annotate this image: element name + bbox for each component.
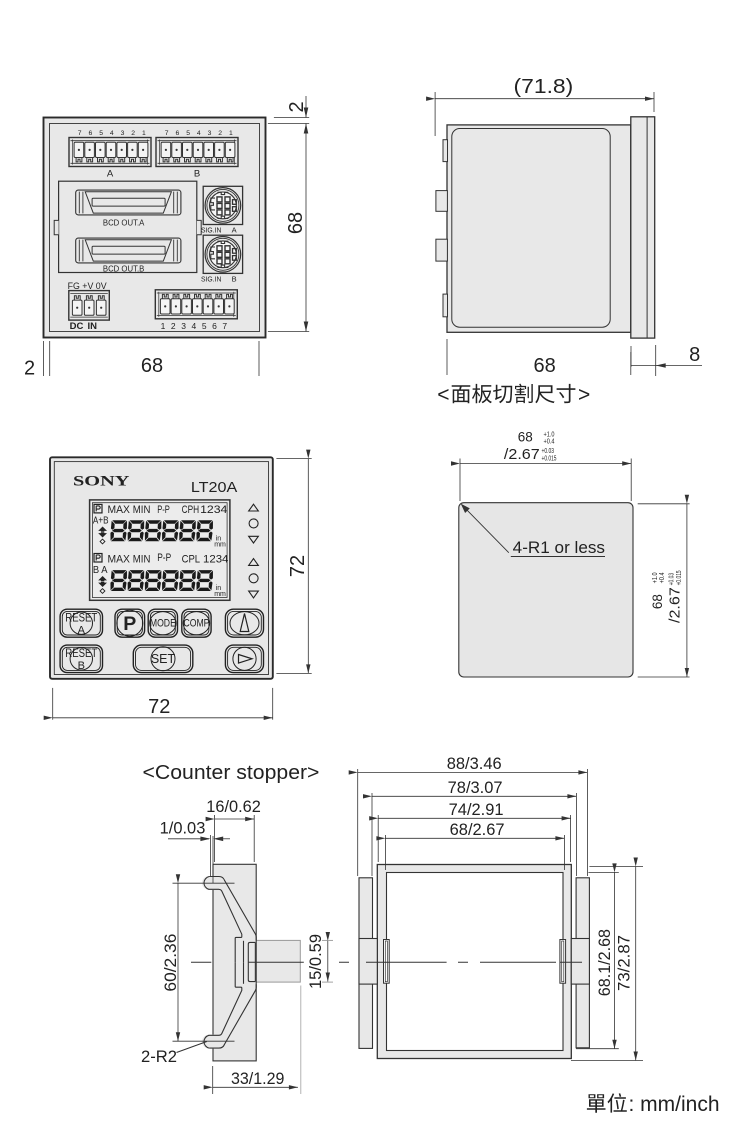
svg-text:/2.67: /2.67 <box>504 446 540 463</box>
svg-text:78/3.07: 78/3.07 <box>448 778 503 797</box>
svg-text:SET: SET <box>151 652 176 666</box>
svg-text:MIN: MIN <box>133 504 151 516</box>
svg-text:P: P <box>123 613 136 635</box>
svg-text:A+B: A+B <box>93 516 109 527</box>
svg-text:68: 68 <box>141 355 163 377</box>
svg-text:IN: IN <box>88 321 98 332</box>
svg-text:in: in <box>216 535 222 542</box>
svg-text:68.1/2.68: 68.1/2.68 <box>595 929 614 996</box>
svg-text:+1.0: +1.0 <box>544 432 555 439</box>
svg-text:1: 1 <box>161 321 166 331</box>
svg-text:8: 8 <box>689 344 700 366</box>
svg-text:+0.4: +0.4 <box>544 439 555 446</box>
svg-text:: mm/inch: : mm/inch <box>629 1093 720 1116</box>
svg-text:5: 5 <box>202 321 207 331</box>
svg-text:74/2.91: 74/2.91 <box>449 800 504 819</box>
svg-text:/2.67: /2.67 <box>667 587 684 623</box>
svg-text:(71.8): (71.8) <box>514 76 574 98</box>
svg-text:RESET: RESET <box>65 648 97 660</box>
svg-text:68: 68 <box>285 212 307 234</box>
svg-text:2: 2 <box>218 130 222 137</box>
svg-text:5: 5 <box>99 130 103 137</box>
svg-text:33/1.29: 33/1.29 <box>231 1069 284 1088</box>
svg-text:CPH: CPH <box>182 504 200 516</box>
svg-text:7: 7 <box>222 321 227 331</box>
svg-text:2: 2 <box>286 101 308 112</box>
svg-text:68/2.67: 68/2.67 <box>450 820 505 839</box>
svg-text:4: 4 <box>110 130 114 137</box>
svg-text:B: B <box>78 660 85 672</box>
svg-text:<: < <box>437 384 449 407</box>
svg-text:2: 2 <box>24 358 35 380</box>
svg-text:1: 1 <box>229 130 233 137</box>
svg-text:COMP: COMP <box>183 618 209 630</box>
svg-text:+0.03: +0.03 <box>542 448 555 455</box>
svg-text:1234: 1234 <box>203 553 228 565</box>
svg-text:+0.015: +0.015 <box>676 570 683 585</box>
svg-text:4-R1 or less: 4-R1 or less <box>513 538 605 557</box>
svg-text:A: A <box>107 169 114 180</box>
svg-text:BCD OUT.B: BCD OUT.B <box>103 264 145 274</box>
svg-text:6: 6 <box>212 321 217 331</box>
svg-text:72: 72 <box>287 555 309 577</box>
svg-text:P-P: P-P <box>157 552 171 564</box>
svg-text:in: in <box>216 585 222 592</box>
svg-text:2-R2: 2-R2 <box>141 1047 177 1066</box>
svg-text:2: 2 <box>171 321 176 331</box>
svg-text:4: 4 <box>192 321 197 331</box>
svg-text:BCD OUT.A: BCD OUT.A <box>103 218 145 228</box>
svg-text:+0.03: +0.03 <box>669 573 676 586</box>
svg-text:16/0.62: 16/0.62 <box>206 797 261 816</box>
svg-text:72: 72 <box>148 696 170 718</box>
svg-text:SONY: SONY <box>73 474 130 490</box>
svg-text:+1.0: +1.0 <box>652 572 659 583</box>
svg-text:7: 7 <box>165 130 169 137</box>
svg-text:MIN: MIN <box>133 553 151 565</box>
svg-text:>: > <box>578 384 590 407</box>
svg-text:B: B <box>194 169 200 180</box>
svg-text:SIG.IN: SIG.IN <box>201 226 221 235</box>
svg-text:<Counter stopper>: <Counter stopper> <box>143 762 320 784</box>
svg-text:SIG.IN: SIG.IN <box>201 274 221 283</box>
svg-text:A: A <box>232 226 237 235</box>
svg-text:6: 6 <box>89 130 93 137</box>
svg-text:B: B <box>232 274 237 283</box>
svg-text:3: 3 <box>181 321 186 331</box>
svg-text:3: 3 <box>121 130 125 137</box>
svg-text:68: 68 <box>533 355 555 377</box>
svg-text:mm: mm <box>214 591 226 598</box>
svg-text:4: 4 <box>197 130 201 137</box>
svg-text:1: 1 <box>142 130 146 137</box>
svg-text:mm: mm <box>214 541 226 548</box>
svg-text:6: 6 <box>176 130 180 137</box>
svg-text:88/3.46: 88/3.46 <box>447 754 502 773</box>
svg-text:3: 3 <box>208 130 212 137</box>
svg-text:73/2.87: 73/2.87 <box>615 935 634 991</box>
svg-text:2: 2 <box>131 130 135 137</box>
svg-text:B A: B A <box>93 565 108 576</box>
svg-text:+0.015: +0.015 <box>542 456 557 463</box>
svg-text:MODE: MODE <box>150 618 176 630</box>
svg-text:A: A <box>78 625 86 637</box>
svg-text:RESET: RESET <box>65 613 97 625</box>
svg-text:68: 68 <box>650 594 665 609</box>
svg-text:CPL: CPL <box>182 553 201 565</box>
svg-text:DC: DC <box>70 321 84 332</box>
svg-text:7: 7 <box>78 130 82 137</box>
svg-text:MAX: MAX <box>108 504 131 516</box>
svg-text:5: 5 <box>186 130 190 137</box>
svg-text:15/0.59: 15/0.59 <box>306 934 325 989</box>
svg-text:MAX: MAX <box>108 553 131 565</box>
svg-text:+0.4: +0.4 <box>659 572 666 583</box>
svg-text:LT20A: LT20A <box>191 480 238 496</box>
svg-text:1234: 1234 <box>200 504 227 516</box>
svg-text:68: 68 <box>518 430 533 445</box>
svg-text:P-P: P-P <box>157 504 170 516</box>
svg-text:60/2.36: 60/2.36 <box>161 934 180 992</box>
svg-text:FG +V 0V: FG +V 0V <box>68 281 107 291</box>
svg-text:1/0.03: 1/0.03 <box>160 819 206 838</box>
